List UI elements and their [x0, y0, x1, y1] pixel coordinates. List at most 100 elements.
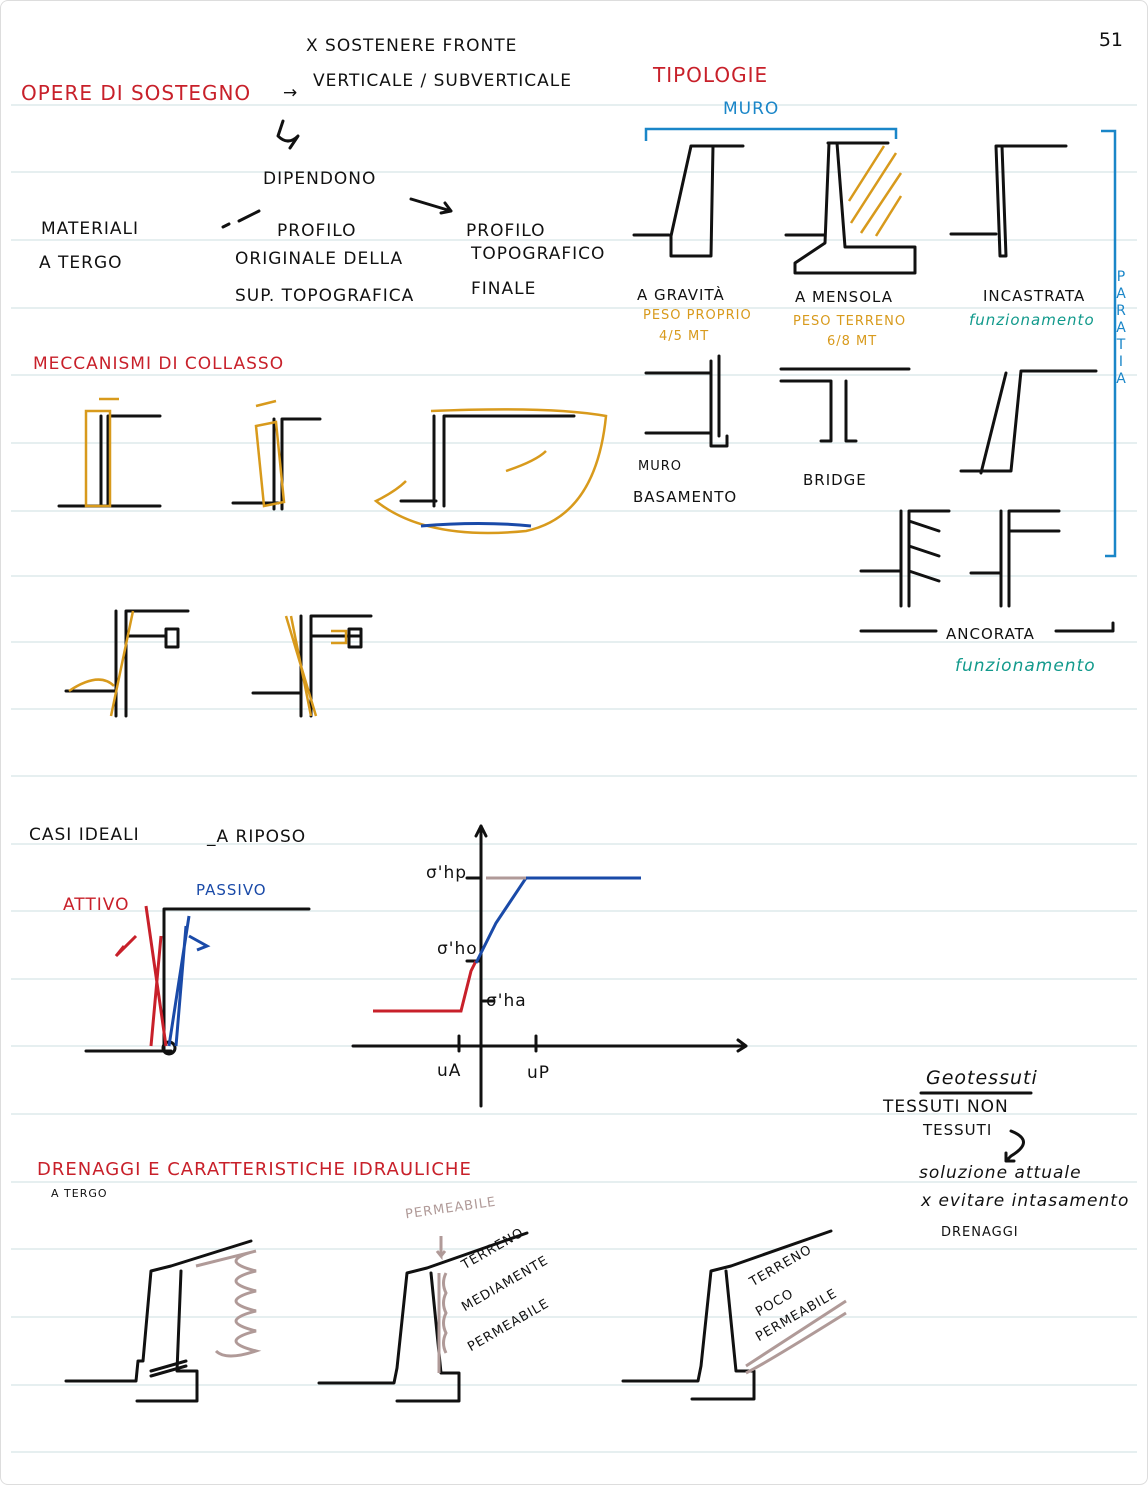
- passive-curve: [474, 876, 641, 964]
- casi-title: CASI IDEALI: [29, 825, 140, 845]
- muro-bracket: [644, 127, 898, 141]
- ancorata-bracket: [859, 621, 1115, 633]
- type-name: A MENSOLA: [795, 288, 893, 306]
- water-line: [420, 522, 532, 528]
- geotessuti-title: Geotessuti: [926, 1067, 1038, 1089]
- mechanism-rotation-1: [84, 397, 119, 508]
- bridge-sketch: [779, 367, 911, 443]
- page-title: OPERE DI SOSTEGNO: [21, 81, 252, 105]
- mechanism-sketch-2: [231, 417, 322, 511]
- ruled-line: [11, 1451, 1137, 1453]
- geotessuti-line: TESSUTI: [923, 1121, 993, 1139]
- ruled-line: [11, 575, 1137, 577]
- paratia-bracket: [1101, 129, 1117, 558]
- ruled-line: [11, 1113, 1137, 1115]
- y-tick-label: σ'ho: [437, 939, 478, 959]
- y-tick-label: σ'hp: [426, 863, 468, 883]
- mechanism-rotation-2: [254, 399, 286, 508]
- y-tick-label: σ'ha: [486, 991, 527, 1011]
- x-tick-label: uA: [437, 1061, 462, 1081]
- x-tick-label: uP: [527, 1063, 551, 1083]
- ruled-line: [11, 910, 1137, 912]
- drainage-wall-1: [64, 1239, 253, 1403]
- anchored-rotation-2: [284, 615, 348, 717]
- type-value: 4/5 mt: [659, 329, 710, 344]
- ruled-line: [11, 1316, 1137, 1318]
- arrow-left-icon: [221, 209, 261, 229]
- arrow-icon: →: [283, 83, 299, 103]
- ruled-line: [11, 307, 1137, 309]
- ruled-line: [11, 843, 1137, 845]
- ruled-line: [11, 708, 1137, 710]
- ruled-line: [11, 442, 1137, 444]
- anchored-mechanism-1: [64, 609, 190, 718]
- ruled-line: [11, 171, 1137, 173]
- middle-branch-line: PROFILO: [277, 221, 357, 241]
- tipologie-title: TIPOLOGIE: [653, 63, 769, 87]
- type-note: funzionamento: [969, 311, 1095, 329]
- sheet-pile-sketch: [959, 369, 1098, 475]
- ruled-line: [11, 978, 1137, 980]
- hatch-soil: [847, 145, 903, 237]
- graph-ticks: [457, 876, 538, 1053]
- anchored-wall-sketch-2: [969, 509, 1061, 608]
- drainage-base-strip: [745, 1299, 847, 1375]
- geotessuti-note: DRENAGGI: [941, 1225, 1019, 1240]
- passivo-label: PASSIVO: [196, 881, 267, 899]
- ancorata-label: ANCORATA: [946, 625, 1035, 643]
- drenaggi-title: DRENAGGI E CARATTERISTICHE IDRAULICHE: [37, 1159, 472, 1180]
- paratia-label: PARATIA: [1113, 269, 1129, 388]
- ideal-wall-sketch: [84, 907, 311, 1053]
- drainage-zigzag: [195, 1249, 262, 1358]
- embedded-wall-sketch: [949, 144, 1068, 258]
- muro-label: MURO: [723, 99, 780, 119]
- type-value: 6/8 mt: [827, 334, 878, 349]
- gravity-wall-sketch: [632, 144, 745, 258]
- muro-basamento-label: BASAMENTO: [633, 488, 738, 506]
- type-note: PESO PROPRIO: [643, 308, 752, 323]
- ruled-line: [11, 1181, 1137, 1183]
- ancorata-note: funzionamento: [955, 656, 1096, 676]
- drenaggi-subtitle: A TERGO: [51, 1187, 108, 1200]
- slip-surface: [373, 408, 608, 535]
- active-curve: [373, 960, 478, 1013]
- middle-branch-line: ORIGINALE DELLA: [235, 249, 404, 269]
- graph-axes: [351, 824, 748, 1108]
- arrow-down-icon: [1004, 1129, 1025, 1163]
- geotessuti-line: TESSUTI NON: [883, 1097, 1009, 1117]
- anchored-rotation-1: [68, 610, 135, 717]
- geotessuti-note: x evitare intasamento: [921, 1191, 1130, 1211]
- ruled-line: [11, 374, 1137, 376]
- drainage-wall-2: [317, 1231, 529, 1403]
- riposo-label: _A RIPOSO: [207, 827, 307, 847]
- left-branch-line: MATERIALI: [41, 219, 140, 239]
- active-rotation: [114, 905, 168, 1047]
- middle-branch-line: SUP. TOPOGRAFICA: [235, 286, 415, 306]
- ruled-line: [11, 1384, 1137, 1386]
- right-branch-line: TOPOGRAFICO: [471, 244, 606, 264]
- left-branch-line: A TERGO: [39, 253, 123, 273]
- arrow-down-icon: [276, 119, 300, 150]
- basement-wall-sketch: [644, 354, 729, 448]
- type-name: INCASTRATA: [983, 287, 1086, 305]
- depends-label: DIPENDONO: [263, 169, 377, 189]
- geotessuti-note: soluzione attuale: [919, 1163, 1082, 1183]
- page-number: 51: [1098, 29, 1123, 51]
- drainage-permeable-strip: [435, 1236, 448, 1373]
- bridge-label: BRIDGE: [803, 471, 867, 489]
- attivo-label: ATTIVO: [63, 895, 130, 915]
- cantilever-wall-sketch: [784, 141, 917, 275]
- type-name: A GRAVITÀ: [637, 286, 725, 304]
- purpose-line-1: x SOSTENERE FRONTE: [306, 36, 518, 56]
- ruled-line: [11, 239, 1137, 241]
- purpose-line-2: VERTICALE / SUBVERTICALE: [313, 71, 573, 91]
- anchored-wall-sketch-1: [859, 509, 951, 608]
- passive-rotation: [167, 915, 211, 1047]
- drain-pipe: [149, 1359, 188, 1378]
- right-branch-line: FINALE: [471, 279, 537, 299]
- ruled-line: [11, 1248, 1137, 1250]
- ruled-line: [11, 510, 1137, 512]
- muro-basamento-label: MURO: [638, 459, 682, 474]
